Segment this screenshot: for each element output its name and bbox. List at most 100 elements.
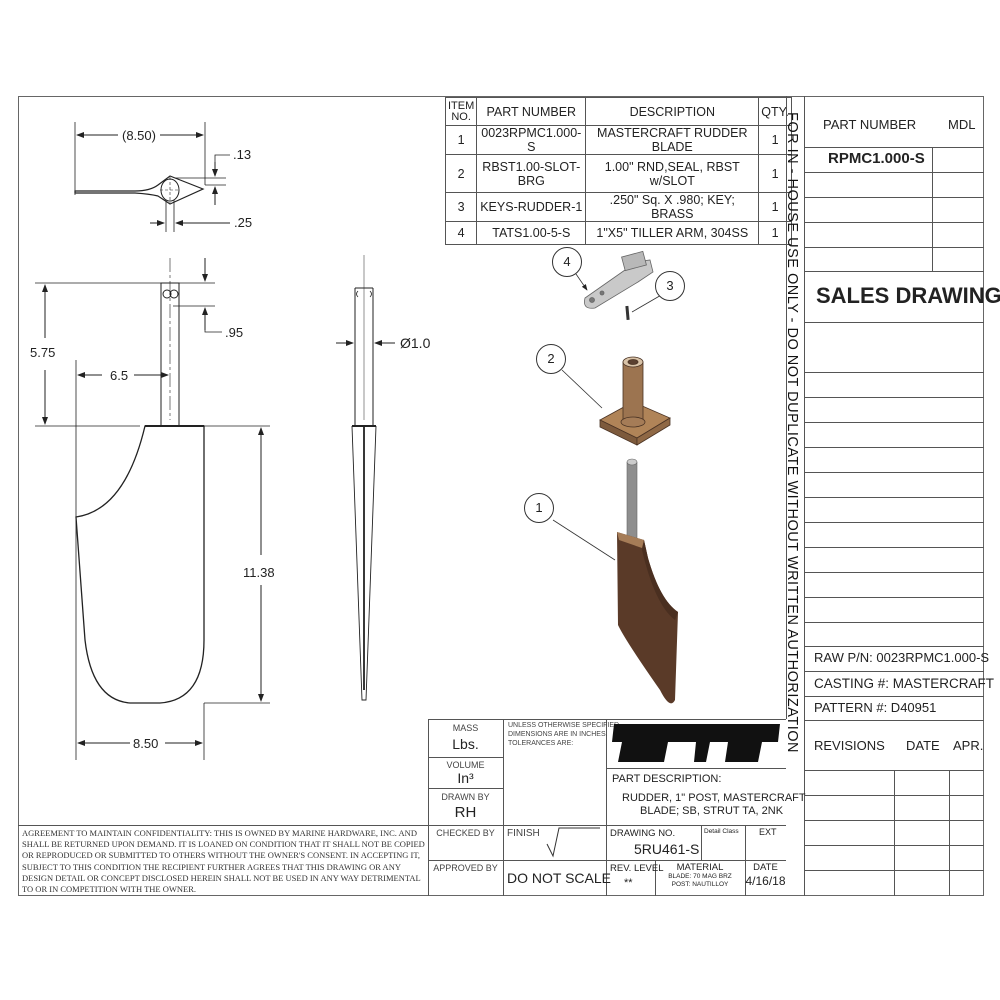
bom-description: .250" Sq. X .980; KEY; BRASS — [585, 192, 760, 222]
casting-number: CASTING #: MASTERCRAFT — [814, 676, 995, 691]
part-description-line-2: BLADE; SB, STRUT TA, 2NK — [640, 805, 784, 817]
confidentiality-line: OR REPRODUCED OR SUBMITTED TO OTHERS WIT… — [22, 850, 421, 861]
divider — [428, 757, 503, 758]
divider — [606, 768, 786, 769]
divider — [606, 719, 607, 896]
divider — [804, 447, 984, 448]
divider — [804, 247, 984, 248]
tolerance-note-1: UNLESS OTHERWISE SPECIFIED — [508, 722, 620, 729]
divider — [804, 572, 984, 573]
bom-part-number: RBST1.00-SLOT-BRG — [476, 154, 587, 193]
divider — [804, 845, 984, 846]
finish-symbol-icon — [546, 827, 600, 858]
vertical-notice: FOR IN - HOUSE USE ONLY - DO NOT DUPLICA… — [784, 112, 800, 753]
table-row: 1 0023RPMC1.000-S MASTERCRAFT RUDDER BLA… — [444, 125, 792, 155]
tiller-arm-part — [584, 250, 654, 309]
divider — [804, 222, 984, 223]
divider — [428, 719, 429, 896]
right-part-number-value: RPMC1.000-S — [828, 150, 925, 167]
revisions-apr-label: APR. — [953, 738, 984, 753]
bom-description: MASTERCRAFT RUDDER BLADE — [585, 125, 760, 155]
confidentiality-line: AGREEMENT TO MAINTAIN CONFIDENTIALITY: T… — [22, 828, 417, 838]
bom-part-number: TATS1.00-5-S — [476, 221, 587, 245]
dim-blade-height: 11.38 — [243, 565, 275, 580]
balloon-4: 4 — [552, 247, 582, 277]
bom-item: 1 — [444, 125, 478, 155]
bom-header-part-number: PART NUMBER — [476, 97, 587, 126]
tolerance-note-3: TOLERANCES ARE: — [508, 740, 574, 747]
divider — [932, 147, 933, 271]
top-view — [74, 122, 230, 232]
balloon-1: 1 — [524, 493, 554, 523]
divider — [804, 147, 984, 148]
bom-description: 1"X5" TILLER ARM, 304SS — [585, 221, 760, 245]
divider — [804, 720, 984, 721]
bom-header-row: ITEM NO. PART NUMBER DESCRIPTION QTY. — [444, 97, 792, 126]
divider — [804, 646, 984, 647]
divider — [804, 422, 984, 423]
divider — [804, 497, 984, 498]
sales-drawing-label: SALES DRAWING — [816, 283, 1000, 308]
divider — [804, 397, 984, 398]
divider — [804, 522, 984, 523]
finish-label: FINISH — [507, 828, 540, 839]
drawn-by-label: DRAWN BY — [441, 792, 490, 802]
divider — [503, 719, 504, 896]
divider — [949, 770, 950, 896]
divider — [804, 795, 984, 796]
volume-label: VOLUME — [446, 760, 485, 770]
key-part — [625, 305, 630, 321]
divider — [786, 96, 787, 719]
divider — [894, 770, 895, 896]
dim-key: .95 — [225, 325, 244, 340]
volume-unit: In³ — [457, 770, 474, 786]
divider — [428, 719, 786, 720]
dim-diameter: Ø1.0 — [400, 335, 431, 351]
bom-item: 3 — [444, 192, 478, 222]
pattern-number: PATTERN #: D40951 — [814, 700, 937, 715]
confidentiality-line: TO OR IN COMPETITION WITH THE OWNER. — [22, 884, 196, 895]
checked-by-label: CHECKED BY — [436, 828, 495, 838]
raw-pn: RAW P/N: 0023RPMC1.000-S — [814, 650, 990, 665]
divider — [745, 825, 746, 896]
divider — [804, 547, 984, 548]
revisions-label: REVISIONS — [814, 738, 885, 753]
do-not-scale: DO NOT SCALE — [507, 870, 611, 886]
divider — [655, 860, 656, 896]
material-line-2: POST: NAUTILLOY — [671, 881, 729, 888]
dim-post-offset: 6.5 — [110, 368, 129, 383]
divider — [804, 696, 984, 697]
balloon-3: 3 — [655, 271, 685, 301]
revisions-date-label: DATE — [906, 738, 940, 753]
ext-label: EXT — [759, 827, 777, 837]
right-panel-divider — [804, 96, 805, 896]
right-part-number-label: PART NUMBER — [823, 117, 917, 132]
approved-by-label: APPROVED BY — [433, 863, 498, 873]
divider — [428, 788, 503, 789]
dim-top-bore: .25 — [234, 215, 253, 230]
bom-item: 2 — [444, 154, 478, 193]
confidentiality-notice: AGREEMENT TO MAINTAIN CONFIDENTIALITY: T… — [22, 828, 425, 895]
material-line-1: BLADE: 70 MAG BRZ — [668, 873, 732, 880]
right-mdl-label: MDL — [948, 117, 976, 132]
confidentiality-line: DESIGN DETAIL OR CONCEPT DISCLOSED HEREI… — [22, 872, 421, 883]
confidentiality-line: SHALL BE RETURNED UPON DEMAND. IT IS LOA… — [22, 839, 425, 850]
drawing-frame — [18, 96, 984, 896]
bom-item: 4 — [444, 221, 478, 245]
front-view — [35, 258, 270, 760]
bom-header-item: ITEM NO. — [444, 97, 478, 126]
divider — [804, 271, 984, 272]
dim-top-thickness: .13 — [233, 147, 252, 162]
bom-part-number: 0023RPMC1.000-S — [476, 125, 587, 155]
rev-level: ** — [624, 877, 633, 889]
bill-of-materials: ITEM NO. PART NUMBER DESCRIPTION QTY. 1 … — [444, 97, 792, 245]
bom-header-description: DESCRIPTION — [585, 97, 760, 126]
divider — [804, 870, 984, 871]
drawing-number: 5RU461-S — [634, 841, 700, 857]
detail-class-label: Detail Class — [704, 828, 739, 835]
divider — [804, 322, 984, 323]
divider — [804, 597, 984, 598]
part-description-label: PART DESCRIPTION: — [612, 773, 722, 785]
bom-part-number: KEYS-RUDDER-1 — [476, 192, 587, 222]
